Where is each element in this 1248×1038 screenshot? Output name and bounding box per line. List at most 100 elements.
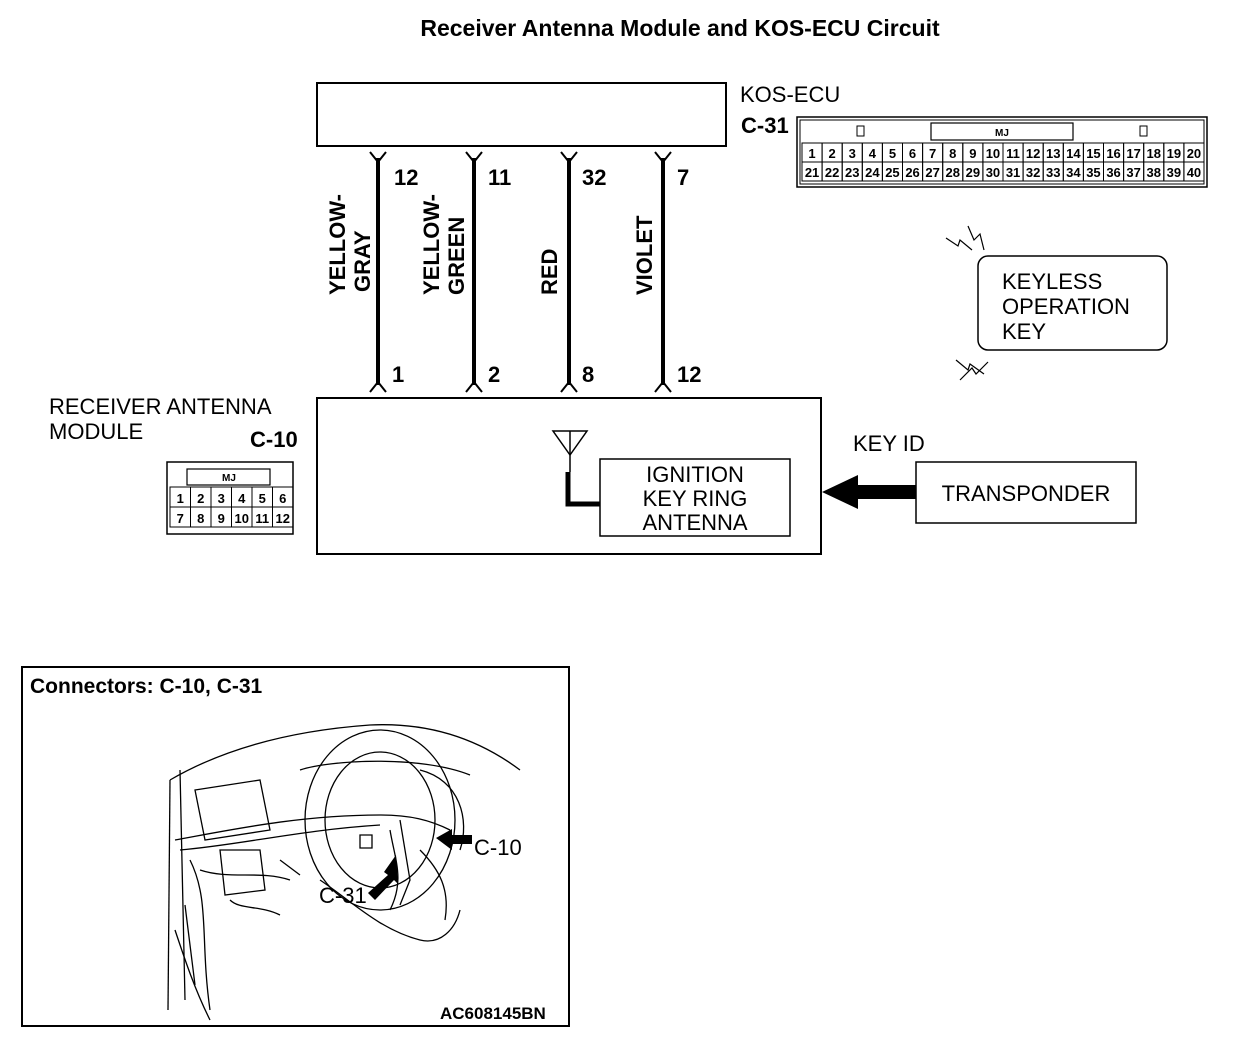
c31-callout-label: C-31 <box>319 883 367 908</box>
c10-pin-number: 8 <box>197 511 204 526</box>
c31-pin-number: 34 <box>1066 165 1081 180</box>
wire-yellow-green: 11 2 YELLOW- GREEN <box>419 151 511 393</box>
c31-pin-number: 15 <box>1086 146 1100 161</box>
c10-mj-tag: MJ <box>222 473 236 484</box>
c31-pin-number: 16 <box>1106 146 1120 161</box>
connector-panel-caption: Connectors: C-10, C-31 <box>30 675 263 698</box>
c31-pin-number: 9 <box>969 146 976 161</box>
c10-pin-number: 2 <box>197 491 204 506</box>
c31-pin-number: 27 <box>925 165 939 180</box>
dashboard-illustration <box>167 724 521 1021</box>
c31-pin-number: 12 <box>1026 146 1040 161</box>
c31-pin-number: 1 <box>808 146 815 161</box>
c31-pin-number: 37 <box>1126 165 1140 180</box>
c10-pin-number: 10 <box>235 511 249 526</box>
c31-pin-number: 6 <box>909 146 916 161</box>
c31-pin-number: 14 <box>1066 146 1081 161</box>
c31-pin-number: 28 <box>946 165 960 180</box>
wire-color-label: YELLOW- <box>325 194 350 295</box>
c10-pin-number: 9 <box>218 511 225 526</box>
radio-signal-icon <box>945 225 989 381</box>
keyless-operation-key-box <box>977 255 1168 351</box>
wire-red: 32 8 RED <box>537 151 606 393</box>
c31-pin-number: 10 <box>986 146 1000 161</box>
c10-pin-cell <box>272 506 294 528</box>
diagram-title: Receiver Antenna Module and KOS-ECU Circ… <box>420 15 940 41</box>
c31-pin-number: 35 <box>1086 165 1100 180</box>
transponder-label: TRANSPONDER <box>942 481 1111 506</box>
c31-pin-number: 25 <box>885 165 899 180</box>
key-id-arrow <box>822 475 916 509</box>
wire-violet: 7 12 VIOLET <box>632 151 701 393</box>
c31-pin-number: 32 <box>1026 165 1040 180</box>
wire-color-label: GRAY <box>350 230 375 292</box>
wire-harness: 12 1 YELLOW- GRAY 11 2 YELLOW- GREEN 32 … <box>325 151 701 393</box>
c31-pin-number: 21 <box>805 165 819 180</box>
antenna-label-line3: ANTENNA <box>642 510 747 535</box>
c10-pin-number: 5 <box>259 491 266 506</box>
c31-pin-number: 20 <box>1187 146 1201 161</box>
kos-ecu-label: KOS-ECU <box>740 82 840 107</box>
connector-location-panel: Connectors: C-10, C-31 <box>21 666 570 1027</box>
c31-pin-number: 40 <box>1187 165 1201 180</box>
c10-pin-number: 11 <box>255 511 269 526</box>
module-label-line2: MODULE <box>49 419 143 444</box>
c31-callout-arrow <box>368 855 398 900</box>
keyless-key-line2: OPERATION <box>1002 294 1130 319</box>
key-id-label: KEY ID <box>853 431 925 456</box>
c31-pin-cell <box>1183 161 1205 182</box>
c31-pin-number: 5 <box>889 146 896 161</box>
ignition-key-ring-antenna-box <box>599 458 791 537</box>
c31-pin-number: 11 <box>1006 146 1020 161</box>
c10-pin-number: 7 <box>177 511 184 526</box>
keyless-key-line1: KEYLESS <box>1002 269 1102 294</box>
c31-pin-number: 3 <box>849 146 856 161</box>
c31-mj-tag: MJ <box>995 128 1009 139</box>
wire-yellow-gray: 12 1 YELLOW- GRAY <box>325 151 418 393</box>
c10-pin-number: 1 <box>177 491 184 506</box>
c31-pin-number: 22 <box>825 165 839 180</box>
transponder-box <box>915 461 1137 524</box>
c31-pin-number: 19 <box>1167 146 1181 161</box>
c31-pin-number: 26 <box>905 165 919 180</box>
c10-pin-number: 6 <box>279 491 286 506</box>
c31-pin-number: 29 <box>966 165 980 180</box>
c31-pin-number: 13 <box>1046 146 1060 161</box>
wire-module-pin: 12 <box>677 362 701 387</box>
c31-pin-number: 7 <box>929 146 936 161</box>
c31-pin-number: 31 <box>1006 165 1020 180</box>
c31-pin-number: 24 <box>865 165 880 180</box>
wire-color-label: YELLOW- <box>419 194 444 295</box>
c31-pin-number: 39 <box>1167 165 1181 180</box>
antenna-label-line1: IGNITION <box>646 462 744 487</box>
wire-ecu-pin: 12 <box>394 165 418 190</box>
antenna-label-line2: KEY RING <box>643 486 748 511</box>
kos-ecu-connector-label: C-31 <box>741 113 789 138</box>
kos-ecu-box <box>316 82 727 147</box>
wire-module-pin: 2 <box>488 362 500 387</box>
receiver-antenna-module-box <box>316 397 822 555</box>
c31-pin-number: 2 <box>829 146 836 161</box>
c31-pin-number: 38 <box>1147 165 1161 180</box>
wire-ecu-pin: 11 <box>488 165 511 190</box>
wire-color-label: GREEN <box>444 217 469 295</box>
c31-pin-number: 18 <box>1147 146 1161 161</box>
c31-pin-number: 17 <box>1126 146 1140 161</box>
c10-callout-label: C-10 <box>474 835 522 860</box>
figure-code: AC608145BN <box>440 1004 546 1023</box>
c10-pin-number: 3 <box>218 491 225 506</box>
module-connector-label: C-10 <box>250 427 298 452</box>
keyless-key-line3: KEY <box>1002 319 1046 344</box>
wire-module-pin: 8 <box>582 362 594 387</box>
c31-pin-number: 8 <box>949 146 956 161</box>
c31-pin-number: 36 <box>1106 165 1120 180</box>
wire-ecu-pin: 32 <box>582 165 606 190</box>
wire-ecu-pin: 7 <box>677 165 689 190</box>
c31-pin-number: 33 <box>1046 165 1060 180</box>
c10-callout-arrow <box>436 829 472 850</box>
